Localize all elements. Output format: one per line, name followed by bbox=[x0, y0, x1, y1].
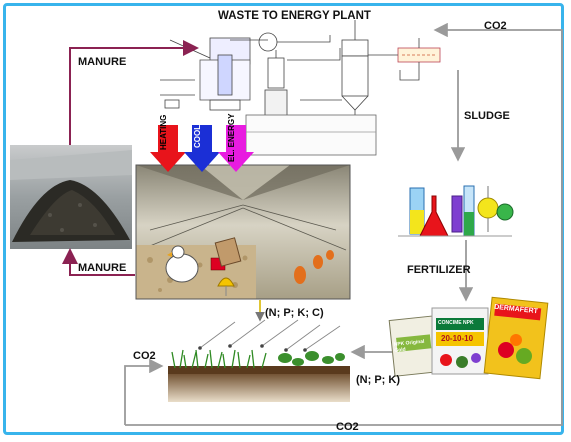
manure-pile-photo bbox=[10, 145, 132, 249]
cooling-arrow bbox=[184, 125, 220, 172]
cooling-label: COOLING bbox=[193, 110, 202, 148]
manure-arrow-to-plant bbox=[69, 40, 199, 145]
flow-arrows bbox=[62, 22, 563, 426]
co2-label-top: CO2 bbox=[484, 20, 507, 32]
fertilizer-label: FERTILIZER bbox=[407, 264, 471, 276]
lab-glassware-icon bbox=[398, 185, 514, 237]
fertilizer-bags bbox=[388, 296, 549, 380]
manure-label-top: MANURE bbox=[78, 56, 127, 68]
energy-arrows bbox=[150, 125, 254, 172]
el-energy-arrow bbox=[218, 125, 254, 172]
plant-schematic bbox=[160, 20, 441, 156]
npkc-label: (N; P; K; C) bbox=[265, 307, 324, 319]
manure-label-bottom: MANURE bbox=[78, 262, 127, 274]
bag2-label-line2: 20-10-10 bbox=[441, 334, 474, 343]
co2-arrow-bottom bbox=[125, 185, 563, 426]
co2-label-bottom: CO2 bbox=[336, 421, 359, 433]
co2-arrow-left bbox=[124, 358, 164, 425]
soil-plants bbox=[168, 319, 350, 402]
npk-label: (N; P; K) bbox=[356, 374, 400, 386]
co2-label-left: CO2 bbox=[133, 350, 156, 362]
diagram-title: WASTE TO ENERGY PLANT bbox=[218, 10, 371, 22]
manure-arrow-to-pile bbox=[62, 248, 135, 276]
el-energy-label: EL. ENERGY bbox=[227, 113, 236, 162]
bag2-label-line1: CONCIME NPK bbox=[438, 320, 474, 326]
heating-arrow bbox=[150, 125, 186, 172]
heating-label: HEATING bbox=[159, 114, 168, 150]
co2-arrow-top bbox=[433, 22, 563, 185]
sludge-label: SLUDGE bbox=[464, 110, 510, 122]
chicken-shed-photo bbox=[135, 164, 351, 300]
